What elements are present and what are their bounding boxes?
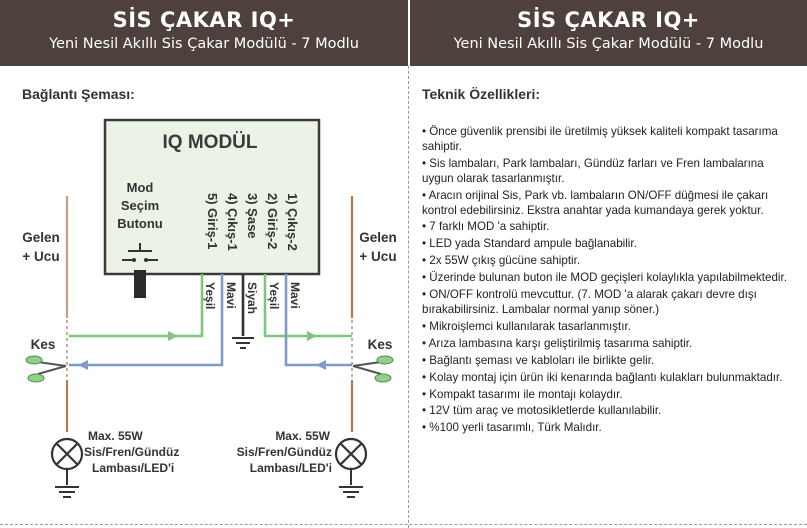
wire-label-black: Siyah xyxy=(245,282,259,314)
module-box xyxy=(103,118,321,276)
list-item: • Sis lambaları, Park lambaları, Gündüz … xyxy=(422,156,764,185)
list-item: • LED yada Standard ampule bağlanabilir. xyxy=(422,237,637,251)
ground-icon xyxy=(55,486,79,498)
scissors-icon xyxy=(352,355,394,383)
right-input-label-1: Gelen xyxy=(359,230,397,245)
cut-label-right: Kes xyxy=(368,337,393,352)
list-item: • Kolay montaj için ürün iki kenarında b… xyxy=(422,370,783,384)
push-button-icon xyxy=(122,243,158,298)
tech-specs-list: • Önce güvenlik prensibi ile üretilmiş y… xyxy=(422,125,792,438)
list-item: • Mikroişlemci kullanılarak tasarlanmışt… xyxy=(422,319,631,333)
wire-label-blue-2: Mavi xyxy=(288,282,302,309)
list-item: • Bağlantı şeması ve kabloları ile birli… xyxy=(422,353,655,367)
list-item: • Üzerinde bulunan buton ile MOD geçişle… xyxy=(422,271,787,285)
left-input-label-1: Gelen xyxy=(22,230,60,245)
product-subtitle: Yeni Nesil Akıllı Sis Çakar Modülü - 7 M… xyxy=(453,36,764,52)
list-item: • Önce güvenlik prensibi ile üretilmiş y… xyxy=(422,125,778,153)
scissors-icon xyxy=(25,355,67,383)
right-input-label-2: + Ucu xyxy=(359,249,396,264)
lamp-left-label-1: Max. 55W xyxy=(88,429,143,443)
list-item: • Aracın orijinal Sis, Park vb. lambalar… xyxy=(422,188,769,217)
mode-button-label-2: Seçim xyxy=(121,198,159,213)
wire-label-green-1: Yeşil xyxy=(203,282,217,309)
bottom-divider xyxy=(0,524,807,525)
list-item: • ON/OFF kontrolü mevcuttur. (7. MOD 'a … xyxy=(422,288,757,316)
arrow-icon xyxy=(168,331,178,341)
lamp-icon xyxy=(334,437,368,485)
arrow-icon xyxy=(307,331,317,341)
list-item: • 7 farklı MOD 'a sahiptir. xyxy=(422,220,550,234)
pin-label-4: 4) Çıkış-1 xyxy=(225,193,240,251)
wiring-diagram: IQ MODÜL Mod Seçim Butonu 5) Giriş-1 4) … xyxy=(22,118,397,498)
wire-label-green-2: Yeşil xyxy=(267,282,281,309)
ground-icon xyxy=(232,337,254,349)
header-right: SİS ÇAKAR IQ+ Yeni Nesil Akıllı Sis Çaka… xyxy=(410,0,807,66)
list-item: • Arıza lambasına karşı geliştirilmiş ta… xyxy=(422,336,693,350)
wire-label-blue-1: Mavi xyxy=(224,282,238,309)
left-input-label-2: + Ucu xyxy=(22,249,59,264)
arrow-icon xyxy=(316,360,326,370)
wire-green-left xyxy=(69,274,204,338)
list-item: • 12V tüm araç ve motosikletlerde kullan… xyxy=(422,404,662,418)
lamp-left-label-2: Sis/Fren/Gündüz xyxy=(84,445,179,459)
list-item: • %100 yerli tasarımlı, Türk Malıdır. xyxy=(422,421,602,435)
wire-green-right xyxy=(263,274,352,338)
mode-button-label-1: Mod xyxy=(127,180,154,195)
cut-label-left: Kes xyxy=(31,337,56,352)
pin-label-5: 5) Giriş-1 xyxy=(205,193,220,249)
product-title: SİS ÇAKAR IQ+ xyxy=(112,8,296,32)
wire-blue-right xyxy=(284,274,352,367)
arrow-icon xyxy=(78,360,88,370)
module-title: IQ MODÜL xyxy=(163,132,258,153)
lamp-icon xyxy=(50,437,84,485)
list-item: • 2x 55W çıkış gücüne sahiptir. xyxy=(422,254,581,268)
product-title: SİS ÇAKAR IQ+ xyxy=(517,8,700,32)
column-separator xyxy=(408,66,409,528)
lamp-right-label-2: Sis/Fren/Gündüz xyxy=(237,445,332,459)
lamp-right-label-1: Max. 55W xyxy=(275,429,330,443)
lamp-right-label-3: Lambası/LED'i xyxy=(250,461,332,475)
wiring-section-title: Bağlantı Şeması: xyxy=(22,86,135,102)
header-divider xyxy=(408,0,410,66)
ground-icon xyxy=(339,486,363,498)
list-item: • Kompakt tasarımı ile montajı kolaydır. xyxy=(422,387,623,401)
wire-blue-left xyxy=(69,274,224,367)
pin-label-2: 2) Giriş-2 xyxy=(265,193,280,249)
pin-label-3: 3) Şase xyxy=(245,193,260,239)
pin-label-1: 1) Çıkış-2 xyxy=(285,193,300,251)
header-left: SİS ÇAKAR IQ+ Yeni Nesil Akıllı Sis Çaka… xyxy=(0,0,408,66)
tech-section-title: Teknik Özellikleri: xyxy=(422,86,541,102)
mode-button-label-3: Butonu xyxy=(117,216,163,231)
lamp-left-label-3: Lambası/LED'i xyxy=(92,461,174,475)
product-subtitle: Yeni Nesil Akıllı Sis Çakar Modülü - 7 M… xyxy=(49,36,359,52)
